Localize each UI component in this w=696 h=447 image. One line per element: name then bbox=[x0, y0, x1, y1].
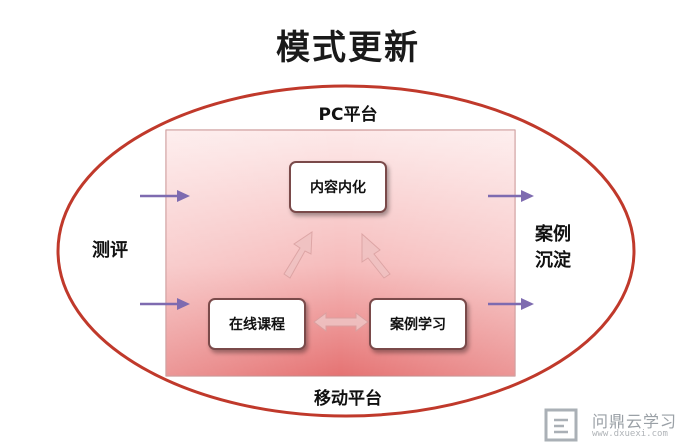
mobile-platform-label: 移动平台 bbox=[314, 389, 382, 409]
diagram-title: 模式更新 bbox=[276, 28, 420, 68]
case-accumulation-line-1: 案例 bbox=[535, 224, 571, 245]
cycle-arrow-left-right bbox=[313, 312, 369, 332]
case-accumulation-label: 案例 沉淀 bbox=[528, 222, 578, 274]
left-arrow-bottom bbox=[140, 298, 190, 310]
watermark-logo-icon bbox=[544, 408, 578, 442]
case-study-box: 案例学习 bbox=[369, 298, 467, 350]
watermark-url: www.dxuexi.com bbox=[592, 429, 668, 439]
right-arrow-top bbox=[488, 190, 534, 202]
content-internalization-box: 内容内化 bbox=[289, 161, 387, 213]
left-arrow-top bbox=[140, 190, 190, 202]
outer-ellipse bbox=[56, 84, 636, 418]
case-accumulation-line-2: 沉淀 bbox=[535, 250, 571, 271]
cycle-arrow-top-to-right bbox=[361, 232, 391, 279]
pc-platform-label: PC平台 bbox=[318, 105, 378, 125]
online-course-box: 在线课程 bbox=[208, 298, 306, 350]
cycle-arrow-left-to-top bbox=[283, 231, 313, 279]
evaluation-label: 测评 bbox=[92, 240, 128, 261]
right-arrow-bottom bbox=[488, 298, 534, 310]
watermark-text: 问鼎云学习 bbox=[592, 412, 678, 431]
